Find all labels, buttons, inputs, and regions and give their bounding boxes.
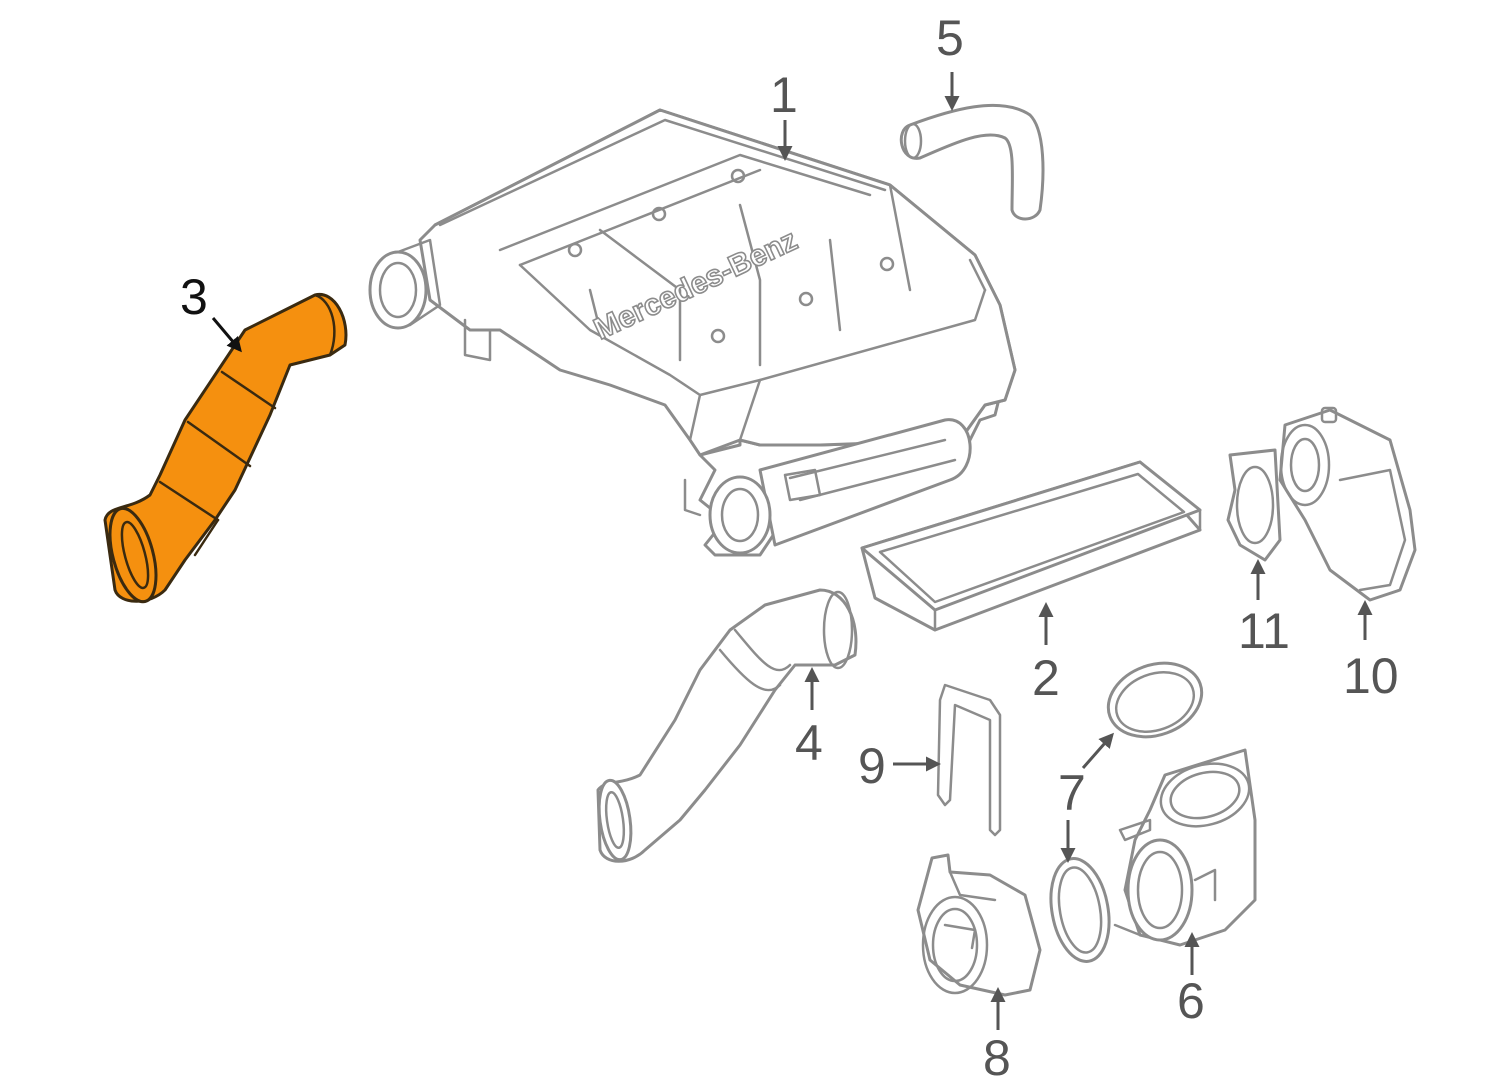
mass-air-flow-sensor[interactable] xyxy=(916,853,1042,997)
intake-adapter[interactable] xyxy=(1113,748,1257,947)
callout-2[interactable]: 2 xyxy=(1032,650,1060,706)
callout-6[interactable]: 6 xyxy=(1177,973,1205,1029)
seal-ring[interactable] xyxy=(1043,651,1212,966)
intake-duct-highlighted[interactable] xyxy=(101,293,348,606)
air-cleaner-housing[interactable]: Mercedes-Benz xyxy=(368,108,1017,557)
leader-3 xyxy=(211,317,242,353)
callout-numbers: 1 2 3 4 5 6 7 8 9 10 11 xyxy=(180,10,1399,1086)
callout-8[interactable]: 8 xyxy=(983,1030,1011,1086)
leader-7a xyxy=(1081,732,1114,769)
callout-1[interactable]: 1 xyxy=(770,67,798,123)
callout-4[interactable]: 4 xyxy=(795,715,823,771)
callout-3[interactable]: 3 xyxy=(180,269,208,325)
leader-lines xyxy=(211,72,1373,1030)
callout-9[interactable]: 9 xyxy=(858,738,886,794)
air-filter-element[interactable] xyxy=(860,460,1202,632)
gasket[interactable] xyxy=(936,683,1002,837)
throttle-body[interactable] xyxy=(1278,406,1417,602)
intake-duct[interactable] xyxy=(595,588,858,863)
callout-7[interactable]: 7 xyxy=(1058,765,1086,821)
hose[interactable] xyxy=(899,103,1045,221)
callout-5[interactable]: 5 xyxy=(936,10,964,66)
throttle-body-gasket[interactable] xyxy=(1226,448,1282,562)
callout-10[interactable]: 10 xyxy=(1343,648,1399,704)
callout-11[interactable]: 11 xyxy=(1238,603,1290,659)
